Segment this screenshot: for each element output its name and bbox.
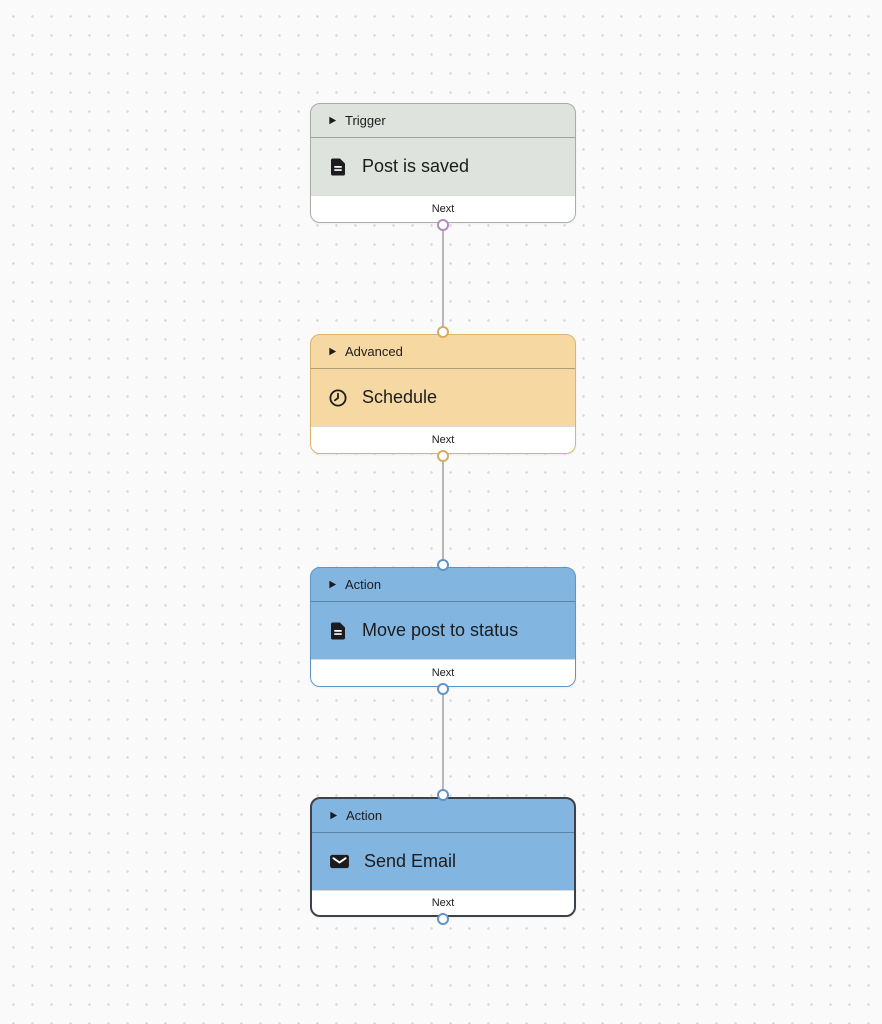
play-triangle-icon — [329, 811, 338, 820]
node-body: Move post to status — [311, 602, 575, 659]
node-advanced-schedule[interactable]: Advanced Schedule Next — [310, 326, 576, 462]
edge-advanced-to-action1 — [442, 454, 444, 567]
node-footer: Next — [311, 195, 575, 222]
next-port-label: Next — [431, 897, 455, 909]
input-port[interactable] — [437, 789, 449, 801]
document-icon — [328, 621, 348, 641]
node-footer: Next — [311, 426, 575, 453]
next-port-label: Next — [431, 667, 455, 679]
node-header-collapse-toggle[interactable]: Advanced — [311, 335, 575, 369]
play-triangle-icon — [328, 347, 337, 356]
input-port[interactable] — [437, 559, 449, 571]
document-icon — [328, 157, 348, 177]
node-title: Schedule — [362, 387, 438, 407]
node-category-label: Action — [346, 808, 383, 823]
edge-action1-to-action2 — [442, 687, 444, 797]
node-action-send-email[interactable]: Action Send Email Next — [310, 789, 576, 925]
play-triangle-icon — [328, 580, 337, 589]
node-footer: Next — [311, 659, 575, 686]
clock-icon — [328, 388, 348, 408]
edge-trigger-to-advanced — [442, 223, 444, 334]
node-title: Post is saved — [362, 156, 470, 176]
node-body: Post is saved — [311, 138, 575, 195]
node-body: Send Email — [312, 833, 574, 890]
node-body: Schedule — [311, 369, 575, 426]
mail-icon — [329, 853, 350, 870]
node-action-move-post-to-status[interactable]: Action Move post to status Next — [310, 559, 576, 695]
node-header-collapse-toggle[interactable]: Action — [311, 568, 575, 602]
output-port[interactable] — [437, 450, 449, 462]
node-footer: Next — [312, 890, 574, 915]
output-port[interactable] — [437, 219, 449, 231]
node-header-collapse-toggle[interactable]: Trigger — [311, 104, 575, 138]
node-title: Send Email — [364, 851, 457, 871]
node-trigger-post-is-saved[interactable]: Trigger Post is saved Next — [310, 103, 576, 231]
node-category-label: Trigger — [345, 113, 386, 128]
output-port[interactable] — [437, 683, 449, 695]
next-port-label: Next — [431, 434, 455, 446]
play-triangle-icon — [328, 116, 337, 125]
node-category-label: Advanced — [345, 344, 403, 359]
node-header-collapse-toggle[interactable]: Action — [312, 799, 574, 833]
node-title: Move post to status — [362, 620, 519, 640]
node-category-label: Action — [345, 577, 382, 592]
next-port-label: Next — [431, 203, 455, 215]
input-port[interactable] — [437, 326, 449, 338]
output-port[interactable] — [437, 913, 449, 925]
